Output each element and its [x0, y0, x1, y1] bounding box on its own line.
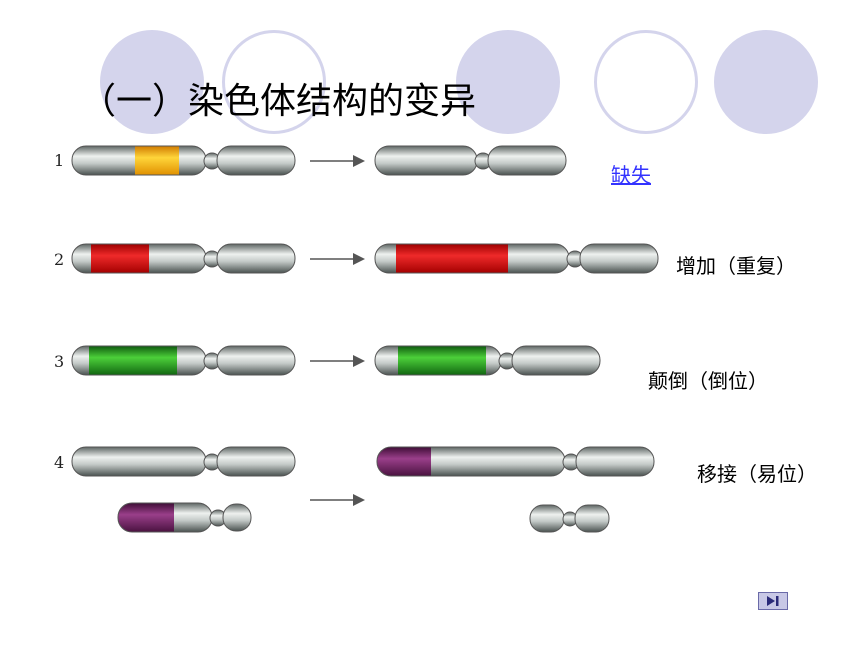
label-duplication: 增加（重复） — [676, 254, 796, 278]
chromosome-result — [374, 243, 659, 274]
decor-circle-filled — [100, 30, 204, 134]
chromosome-original — [71, 145, 296, 176]
row-number: 1 — [54, 151, 65, 170]
next-slide-button[interactable] — [758, 592, 788, 610]
arrow-icon — [310, 494, 365, 506]
chromosome-original — [71, 243, 296, 274]
chromosome-result — [374, 145, 567, 176]
arrow-icon — [310, 253, 365, 265]
chromosome-original-small — [117, 502, 252, 533]
label-inversion: 颠倒（倒位） — [648, 369, 768, 393]
arrow-icon — [310, 355, 365, 367]
decor-circle-outline — [594, 30, 698, 134]
chromosome-result — [376, 446, 655, 477]
chromosome-result — [374, 345, 601, 376]
arrow-icon — [310, 155, 365, 167]
decor-circle-outline — [222, 30, 326, 134]
row-number: 3 — [54, 352, 65, 371]
chromosome-original — [71, 446, 296, 477]
label-deletion-link[interactable]: 缺失 — [611, 163, 651, 187]
row-number: 2 — [54, 250, 65, 269]
play-next-icon — [767, 596, 779, 606]
decor-circle-filled — [714, 30, 818, 134]
decor-circle-filled — [456, 30, 560, 134]
chromosome-result-small — [529, 504, 610, 533]
chromosome-original — [71, 345, 296, 376]
row-number: 4 — [54, 453, 65, 472]
slide-title: （一）染色体结构的变异 — [80, 81, 477, 122]
label-translocation: 移接（易位） — [697, 462, 817, 486]
